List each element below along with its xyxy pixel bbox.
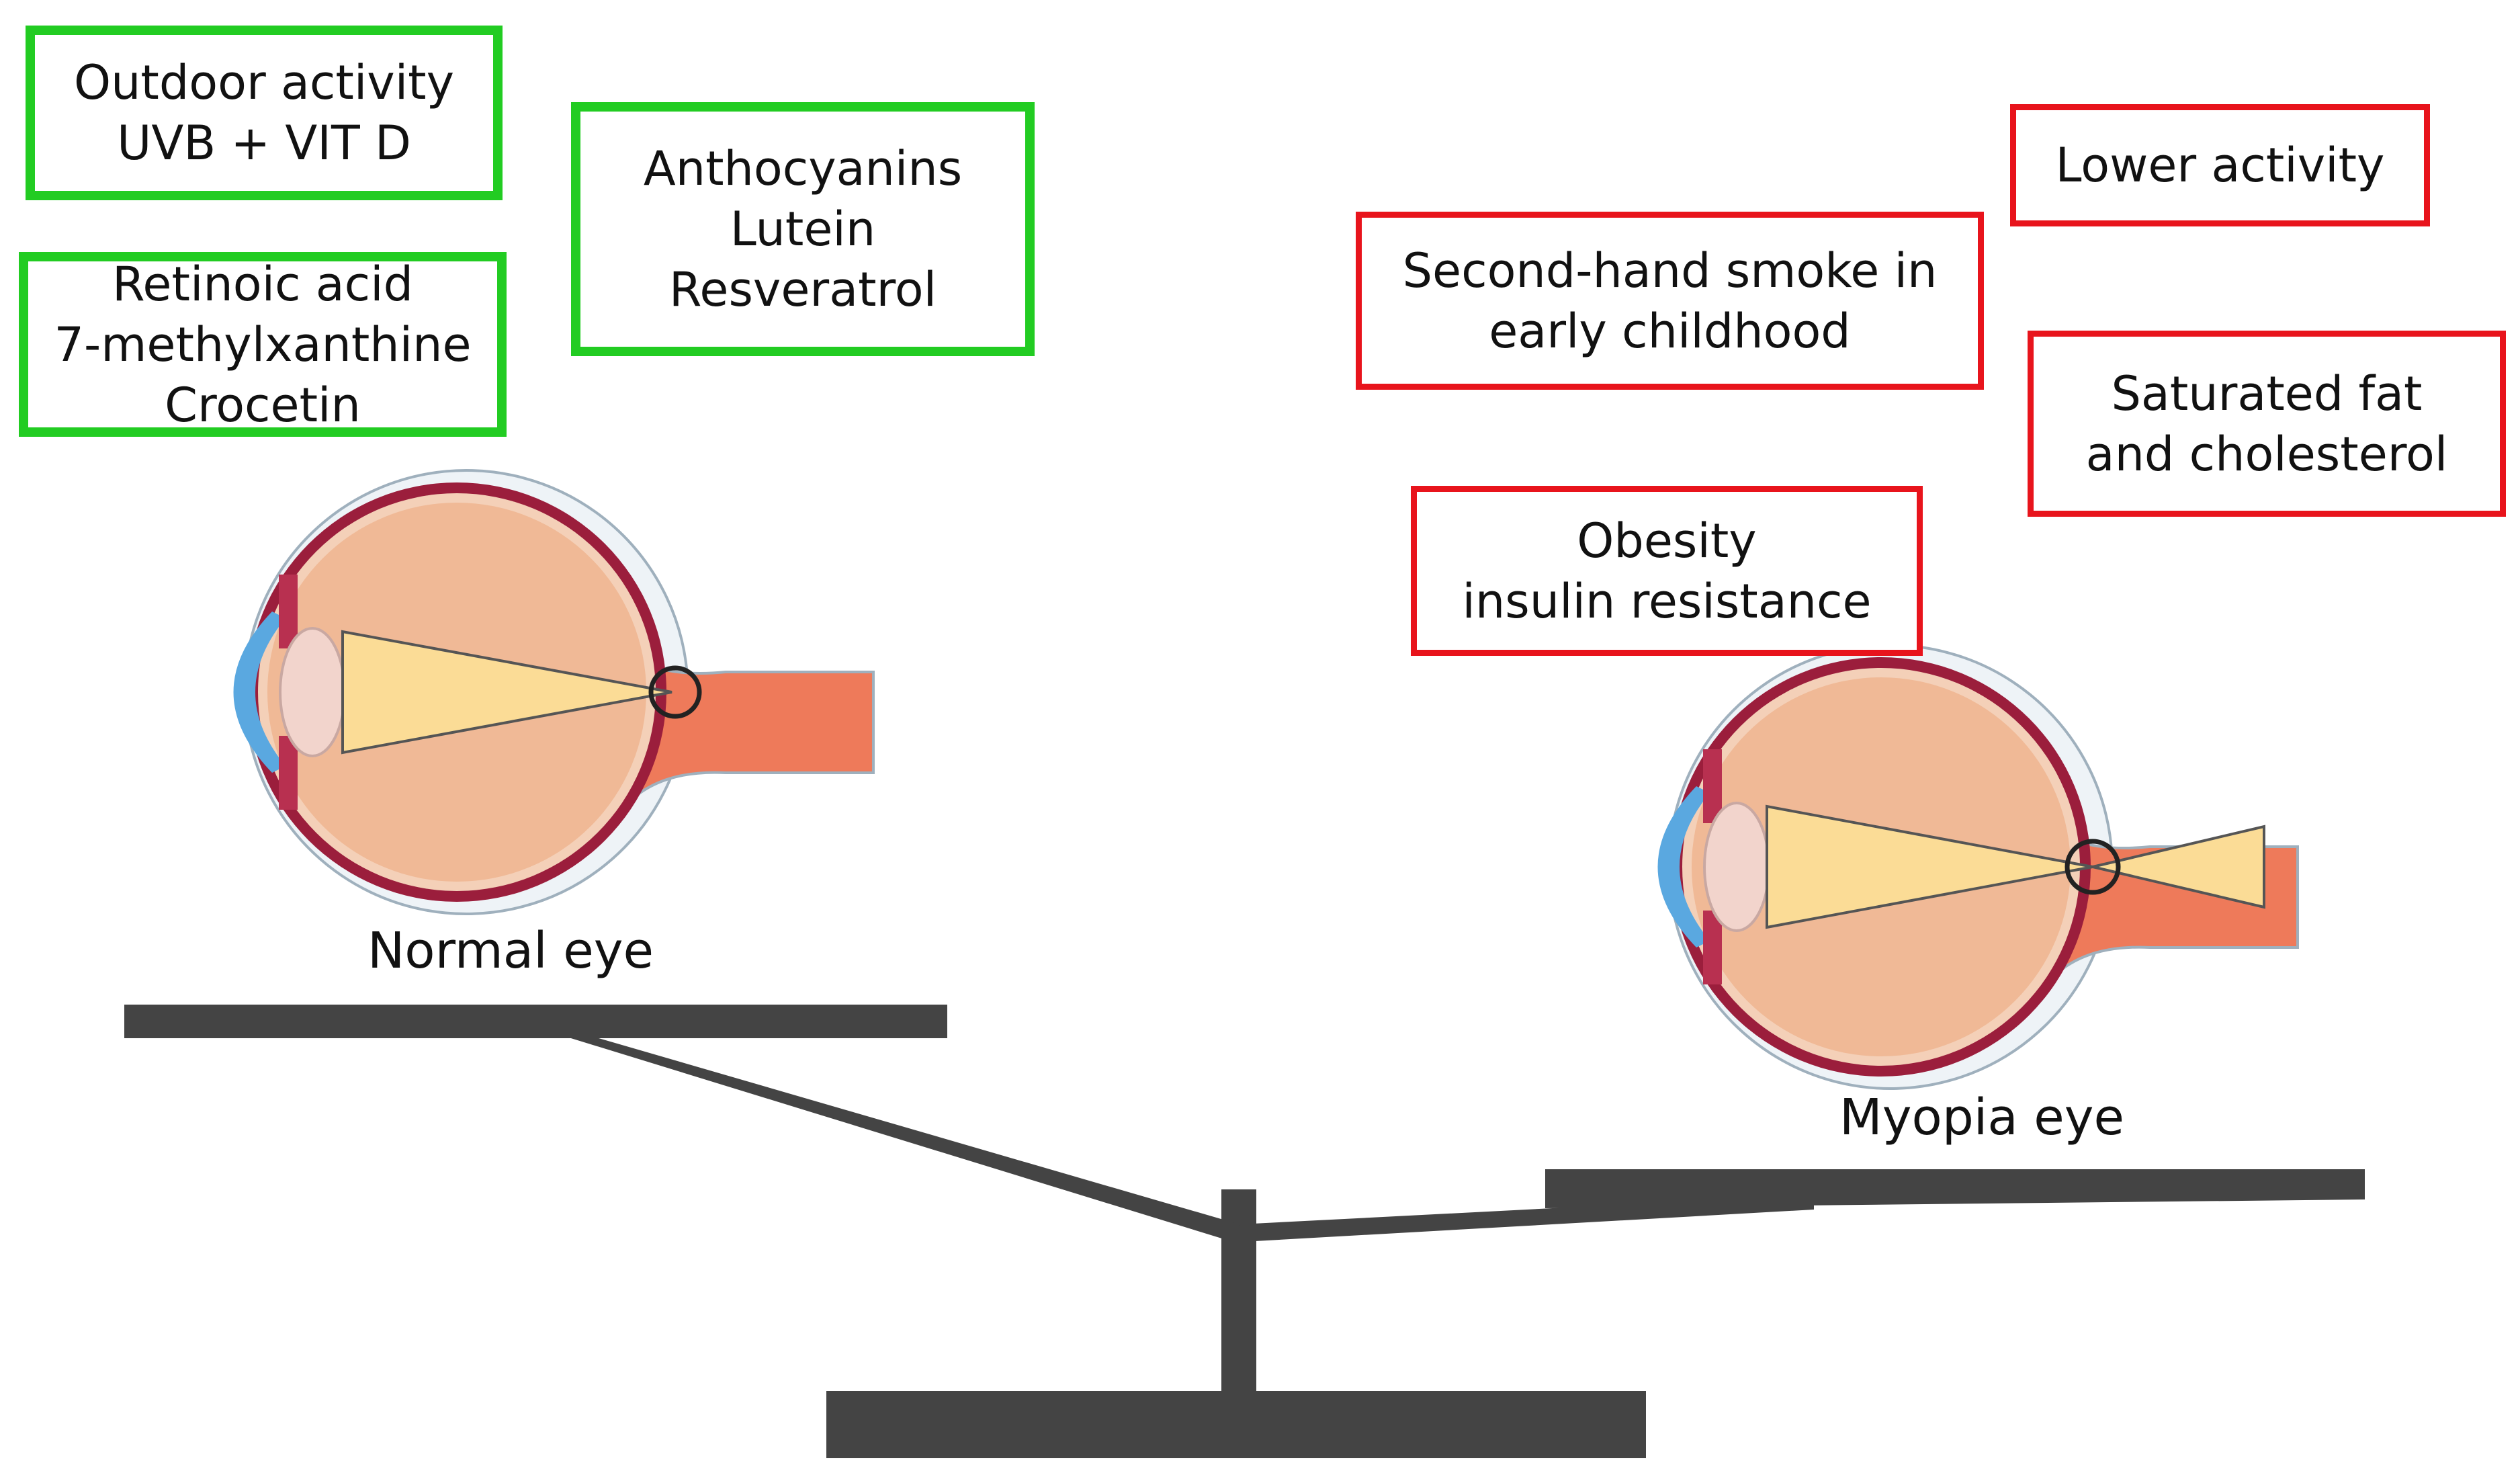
myopia-eye-focus-circle [2065, 839, 2121, 895]
protective-factor-anthocyanins: Anthocyanins Lutein Resveratrol [571, 102, 1035, 356]
factor-text-line: Obesity [1577, 513, 1757, 568]
factor-text-line: Saturated fat [2111, 366, 2423, 421]
factor-text-line: Retinoic acid [112, 256, 414, 312]
risk-factor-obesity: Obesity insulin resistance [1411, 486, 1923, 656]
factor-text-line: UVB + VIT D [117, 116, 411, 171]
risk-factor-second-hand-smoke: Second-hand smoke in early childhood [1356, 212, 1984, 390]
factor-text-line: Lower activity [2055, 138, 2385, 193]
factor-text-line: Anthocyanins [643, 141, 963, 196]
scale-pan-right [1545, 1169, 2365, 1208]
factor-text-line: Lutein [730, 202, 876, 257]
normal-eye-light-cone [341, 630, 672, 755]
balance-scale [124, 1005, 2365, 1458]
factor-text-line: 7-methylxanthine [54, 316, 472, 372]
myopia-eye-diverging-rays [2092, 825, 2265, 909]
scale-beam-left [521, 1023, 1240, 1242]
protective-factor-outdoor-activity: Outdoor activity UVB + VIT D [26, 26, 503, 200]
normal-eye-focus-circle [648, 665, 702, 719]
scale-base [826, 1391, 1646, 1458]
factor-text-line: insulin resistance [1462, 573, 1872, 629]
risk-factor-saturated-fat: Saturated fat and cholesterol [2028, 331, 2506, 517]
risk-factor-lower-activity: Lower activity [2010, 104, 2430, 226]
normal-eye-illustration [232, 469, 875, 915]
myopia-eye-light-cone [1766, 804, 2093, 929]
factor-text-line: Crocetin [165, 377, 361, 433]
factor-text-line: Resveratrol [668, 262, 937, 317]
factor-text-line: early childhood [1489, 303, 1851, 359]
factor-text-line: Second-hand smoke in [1402, 243, 1938, 298]
factor-text-line: and cholesterol [2085, 426, 2448, 482]
normal-eye-label: Normal eye [367, 922, 654, 980]
myopia-eye-illustration [1656, 644, 2299, 1090]
protective-factor-retinoic-acid: Retinoic acid 7-methylxanthine Crocetin [19, 252, 507, 437]
myopia-eye-label: Myopia eye [1839, 1089, 2125, 1146]
factor-text-line: Outdoor activity [73, 55, 455, 110]
scale-pan-left [124, 1005, 947, 1038]
